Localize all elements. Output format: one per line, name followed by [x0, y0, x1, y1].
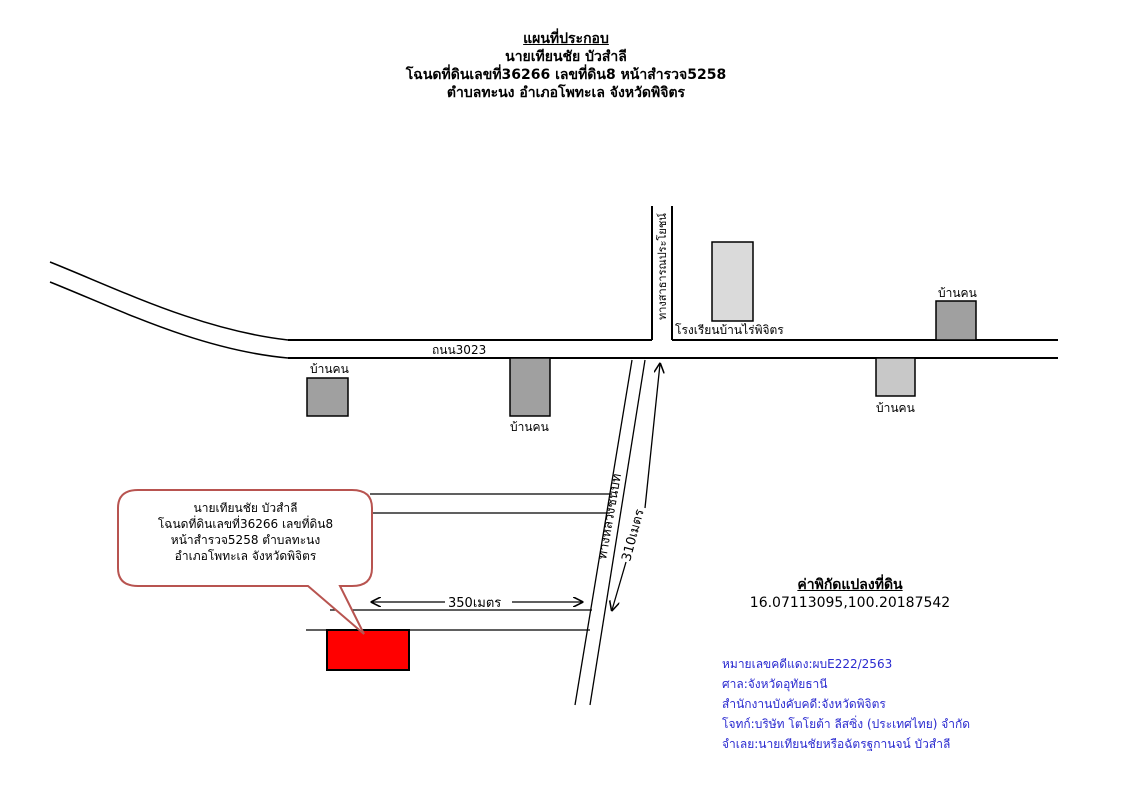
subject-plot [326, 629, 410, 671]
owner-name: นายเทียนชัย บัวสำลี [505, 49, 627, 65]
house-4-label: บ้านคน [876, 401, 915, 415]
callout-line-2: โฉนดที่ดินเลขที่36266 เลขที่ดิน8 [157, 517, 334, 531]
plaintiff: โจทก์:บริษัท โตโยต้า ลีสซิ่ง (ประเทศไทย)… [722, 717, 971, 731]
enforcement-office: สำนักงานบังคับคดี:จังหวัดพิจิตร [722, 697, 886, 711]
case-number: หมายเลขคดีแดง:ผบE222/2563 [722, 657, 893, 671]
dist-350-label: 350เมตร [448, 596, 501, 611]
case-info-panel: หมายเลขคดีแดง:ผบE222/2563 ศาล:จังหวัดอุท… [722, 654, 970, 754]
coordinates-heading: ค่าพิกัดแปลงที่ดิน [797, 577, 903, 593]
map-header: แผนที่ประกอบ นายเทียนชัย บัวสำลี โฉนดที่… [0, 30, 1132, 102]
house-1-label: บ้านคน [310, 362, 349, 376]
map-title: แผนที่ประกอบ [523, 31, 609, 47]
house-3-label: บ้านคน [938, 286, 977, 300]
curved-road-top [49, 261, 289, 341]
callout-line-4: อำเภอโพทะเล จังหวัดพิจิตร [174, 549, 317, 563]
house-1 [306, 377, 349, 417]
highway-right [589, 359, 646, 706]
highway-left [574, 359, 633, 706]
coordinates-panel: ค่าพิกัดแปลงที่ดิน 16.07113095,100.20187… [700, 576, 1000, 612]
deed-info: โฉนดที่ดินเลขที่36266 เลขที่ดิน8 หน้าสำร… [405, 67, 727, 83]
house-4 [875, 357, 916, 397]
dist-310-arrow-b [612, 561, 627, 610]
defendant: จำเลย:นายเทียนชัยหรือฉัตรฐกานจน์ บัวสำลี [722, 737, 951, 751]
location-info: ตำบลทะนง อำเภอโพทะเล จังหวัดพิจิตร [446, 85, 686, 101]
house-2 [509, 357, 551, 417]
court: ศาล:จังหวัดอุทัยธานี [722, 677, 828, 691]
dist-310-arrow-a [644, 364, 660, 509]
callout-line-3: หน้าสำรวจ5258 ตำบลทะนง [170, 533, 321, 547]
school-building [711, 241, 754, 322]
house-2-label: บ้านคน [510, 420, 549, 434]
callout-line-1: นายเทียนชัย บัวสำลี [193, 501, 298, 515]
main-road-label: ถนน3023 [432, 343, 486, 357]
callout-bubble [117, 489, 373, 635]
house-3 [935, 300, 977, 341]
callout-text: นายเทียนชัย บัวสำลี โฉนดที่ดินเลขที่3626… [118, 500, 373, 564]
dist-310-label: 310เมตร [619, 508, 647, 563]
coordinates-value: 16.07113095,100.20187542 [749, 595, 951, 611]
curved-road-bottom [49, 281, 289, 359]
school-label: โรงเรียนบ้านไร่พิจิตร [675, 323, 784, 337]
public-road-label: ทางสาธารณประโยชน์ [655, 213, 669, 320]
